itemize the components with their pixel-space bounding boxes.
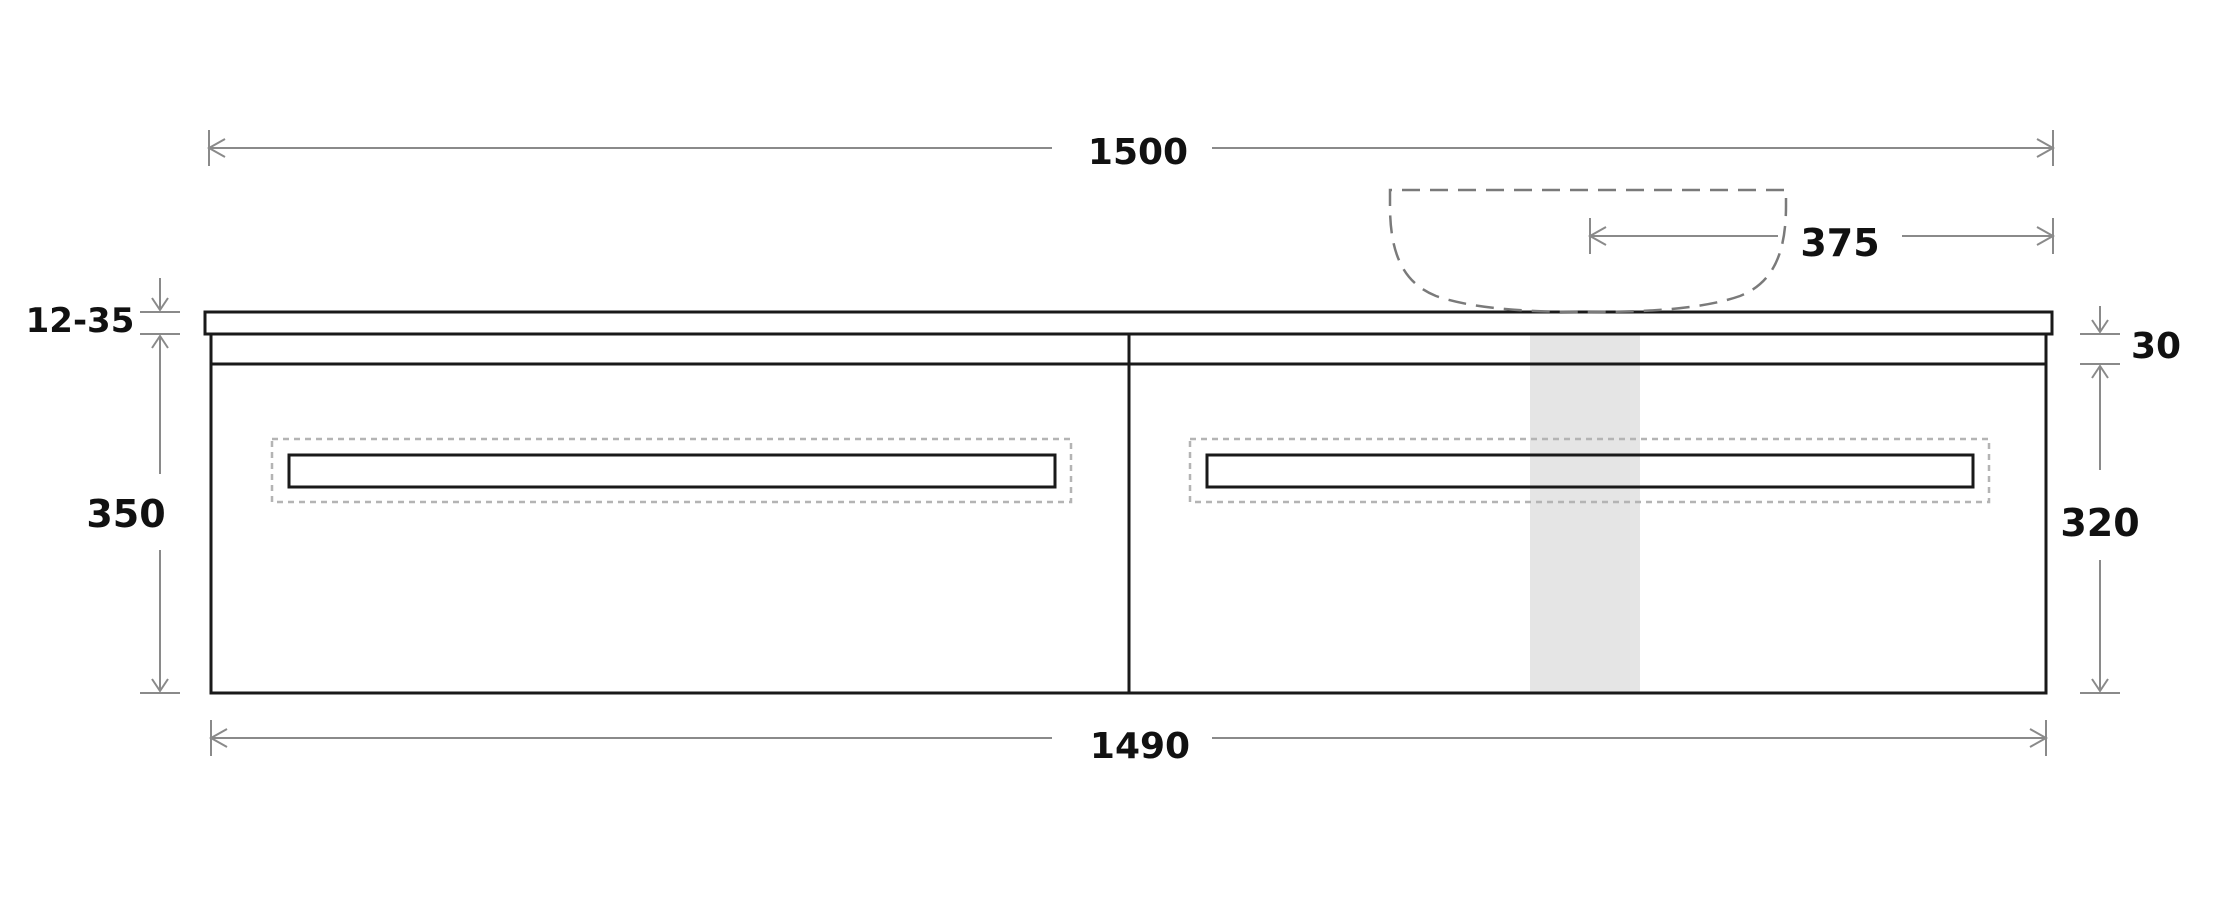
dimension-1500: 1500 [206, 130, 2056, 173]
right-handle-clearance [1188, 437, 1991, 504]
left-drawer-handle [287, 453, 1057, 489]
dimension-label-1500: 1500 [1088, 132, 1188, 173]
dimension-label-30: 30 [2131, 326, 2181, 367]
dimension-1490: 1490 [208, 720, 2049, 767]
dimension-30: 30 [2080, 306, 2181, 367]
dimension-label-320: 320 [2060, 501, 2139, 545]
dimension-label-1490: 1490 [1090, 726, 1190, 767]
dimension-375: 375 [1587, 218, 2056, 265]
dimension-label-12-35: 12-35 [26, 301, 135, 341]
left-handle-clearance [270, 437, 1073, 504]
dimension-320: 320 [2060, 364, 2140, 694]
basin-outline [1388, 188, 1788, 314]
countertop [203, 310, 2054, 336]
right-drawer-handle [1205, 453, 1975, 489]
dimension-label-350: 350 [86, 492, 165, 536]
dimension-350: 350 [86, 334, 180, 694]
plumbing-zone [1530, 334, 1640, 693]
dimension-12-35: 12-35 [26, 278, 180, 341]
dimension-label-375: 375 [1800, 221, 1879, 265]
